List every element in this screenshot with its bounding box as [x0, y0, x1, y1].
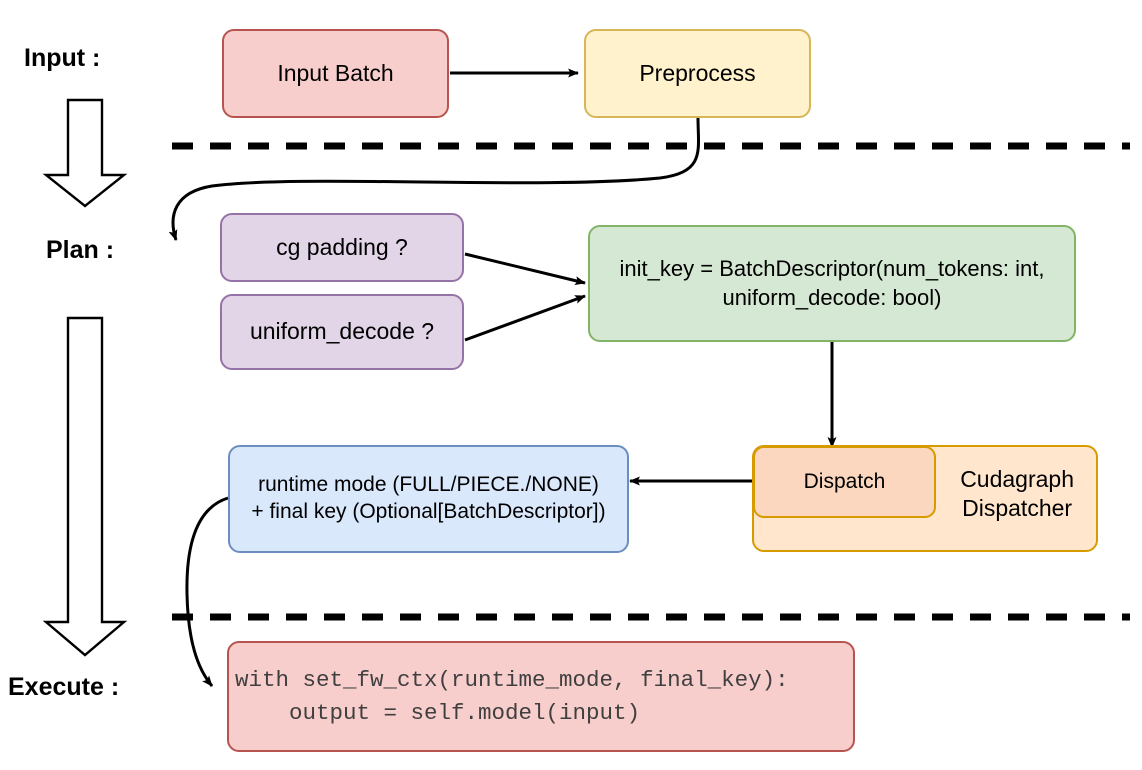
plan-to-execute-arrow [42, 316, 128, 657]
node-code-block[interactable]: with set_fw_ctx(runtime_mode, final_key)… [227, 641, 855, 752]
node-cudagraph-dispatcher-line2: Dispatcher [962, 495, 1073, 522]
node-runtime-mode-text: runtime mode (FULL/PIECE./NONE) + final … [230, 472, 627, 526]
node-uniform-decode-label: uniform_decode ? [249, 318, 435, 345]
stage-label-execute: Execute : [8, 673, 120, 701]
node-dispatch[interactable]: Dispatch [753, 446, 936, 518]
node-preprocess[interactable]: Preprocess [584, 29, 811, 118]
stage-label-plan: Plan : [46, 236, 115, 264]
node-runtime-mode-line2: + final key (Optional[BatchDescriptor]) [251, 500, 606, 523]
edge-uniform-decode-to-init-key [464, 294, 586, 342]
node-runtime-mode[interactable]: runtime mode (FULL/PIECE./NONE) + final … [228, 445, 629, 553]
stage-label-input: Input : [24, 44, 101, 72]
edge-cg-padding-to-init-key [464, 252, 586, 286]
edge-runtime-mode-to-code [185, 496, 229, 687]
node-cudagraph-dispatcher-line1: Cudagraph [960, 466, 1074, 492]
node-code-block-text: with set_fw_ctx(runtime_mode, final_key)… [235, 666, 789, 726]
node-cudagraph-dispatcher-text: Cudagraph Dispatcher [960, 465, 1074, 524]
node-init-key[interactable]: init_key = BatchDescriptor(num_tokens: i… [588, 225, 1076, 342]
edge-preprocess-to-cg-padding [168, 117, 701, 241]
input-to-plan-arrow [42, 98, 128, 208]
node-cg-padding-label: cg padding ? [276, 233, 408, 260]
node-uniform-decode[interactable]: uniform_decode ? [220, 294, 464, 370]
node-init-key-text: init_key = BatchDescriptor(num_tokens: i… [590, 255, 1074, 311]
node-input-batch[interactable]: Input Batch [222, 29, 449, 118]
node-runtime-mode-line1: runtime mode (FULL/PIECE./NONE) [258, 473, 599, 497]
node-input-batch-label: Input Batch [277, 59, 394, 86]
node-init-key-line2: uniform_decode: bool) [722, 284, 942, 310]
node-cg-padding[interactable]: cg padding ? [220, 213, 464, 282]
node-dispatch-label: Dispatch [803, 469, 886, 493]
node-preprocess-label: Preprocess [639, 59, 756, 86]
node-init-key-line1: init_key = BatchDescriptor(num_tokens: i… [619, 256, 1045, 282]
